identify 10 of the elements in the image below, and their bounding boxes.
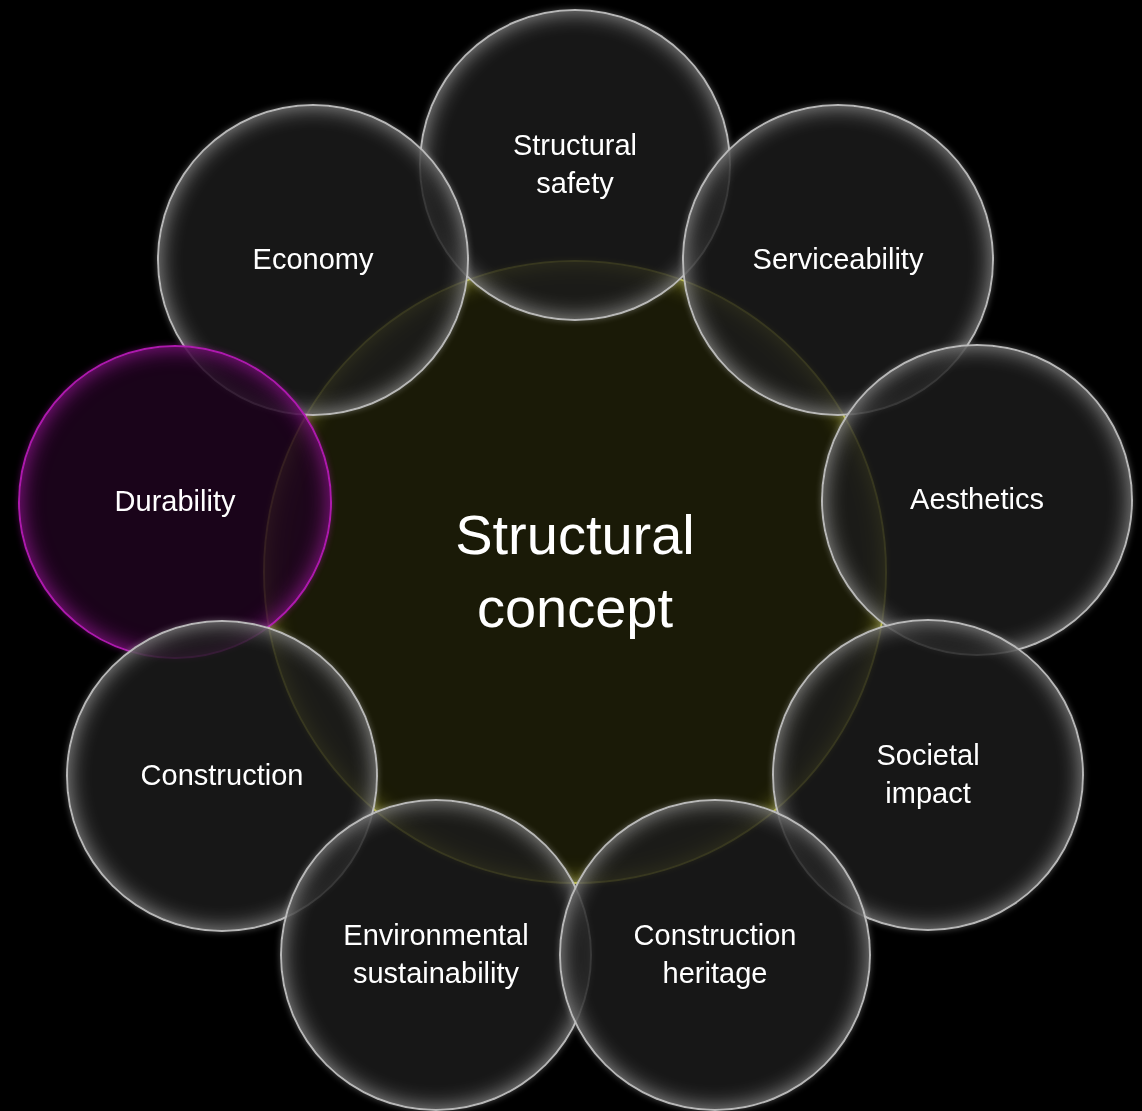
circle-label: Environmental sustainability — [342, 918, 530, 991]
circle-label: Construction heritage — [632, 918, 798, 991]
center-title: Structural concept — [454, 502, 696, 641]
circle-label: Societal impact — [875, 738, 981, 811]
circle-label: Structural safety — [511, 128, 639, 201]
circle-label: Serviceability — [751, 242, 925, 278]
circle-label: Economy — [251, 242, 375, 278]
circle-label: Aesthetics — [909, 482, 1045, 518]
circle-label: Durability — [113, 484, 237, 520]
circle-label: Construction — [139, 758, 305, 794]
